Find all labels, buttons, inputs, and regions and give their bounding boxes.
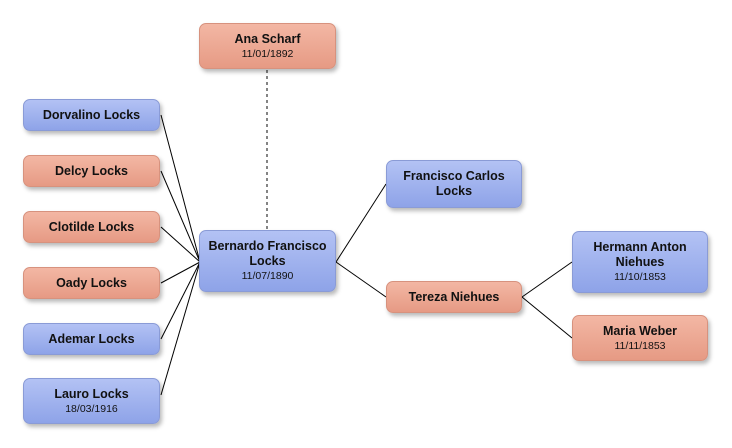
parent-connector (335, 183, 387, 263)
child-node-clotilde[interactable]: Clotilde Locks (23, 211, 160, 243)
person-name: Clotilde Locks (48, 219, 135, 234)
person-date: 11/10/1853 (614, 271, 666, 283)
person-name: Tereza Niehues (408, 289, 500, 304)
person-name: Lauro Locks (54, 386, 129, 401)
mother-node[interactable]: Tereza Niehues (386, 281, 522, 313)
person-date: 11/11/1853 (614, 339, 666, 352)
child-connector (160, 261, 201, 396)
person-name: Ana Scharf (234, 31, 301, 46)
person-name: Francisco Carlos Locks (403, 169, 505, 198)
child-connector (160, 114, 201, 263)
person-name: Delcy Locks (55, 163, 128, 178)
child-connector (160, 261, 201, 340)
person-date: 11/01/1892 (241, 47, 294, 60)
person-date: 18/03/1916 (65, 402, 118, 415)
child-connector (160, 170, 201, 263)
child-connector (160, 261, 201, 284)
maternal-grandfather-node[interactable]: Hermann Anton Niehues 11/10/1853 (572, 231, 708, 293)
grandparent-connector (521, 296, 573, 339)
person-name: Maria Weber (602, 323, 678, 338)
child-node-dorvalino[interactable]: Dorvalino Locks (23, 99, 160, 131)
person-name: Ademar Locks (48, 331, 135, 346)
root-person-node[interactable]: Bernardo Francisco Locks 11/07/1890 (199, 230, 336, 292)
parent-connector (335, 261, 387, 298)
person-name: Oady Locks (56, 275, 127, 290)
spouse-node[interactable]: Ana Scharf 11/01/1892 (199, 23, 336, 69)
person-date: 11/07/1890 (241, 270, 294, 282)
child-connector (160, 226, 201, 263)
child-node-lauro[interactable]: Lauro Locks 18/03/1916 (23, 378, 160, 424)
father-node[interactable]: Francisco Carlos Locks (386, 160, 522, 208)
maternal-grandmother-node[interactable]: Maria Weber 11/11/1853 (572, 315, 708, 361)
person-name: Bernardo Francisco Locks (208, 239, 327, 268)
person-name: Hermann Anton Niehues (593, 240, 687, 269)
child-node-ademar[interactable]: Ademar Locks (23, 323, 160, 355)
grandparent-connector (521, 261, 573, 298)
child-node-delcy[interactable]: Delcy Locks (23, 155, 160, 187)
child-node-oady[interactable]: Oady Locks (23, 267, 160, 299)
person-name: Dorvalino Locks (42, 107, 141, 122)
